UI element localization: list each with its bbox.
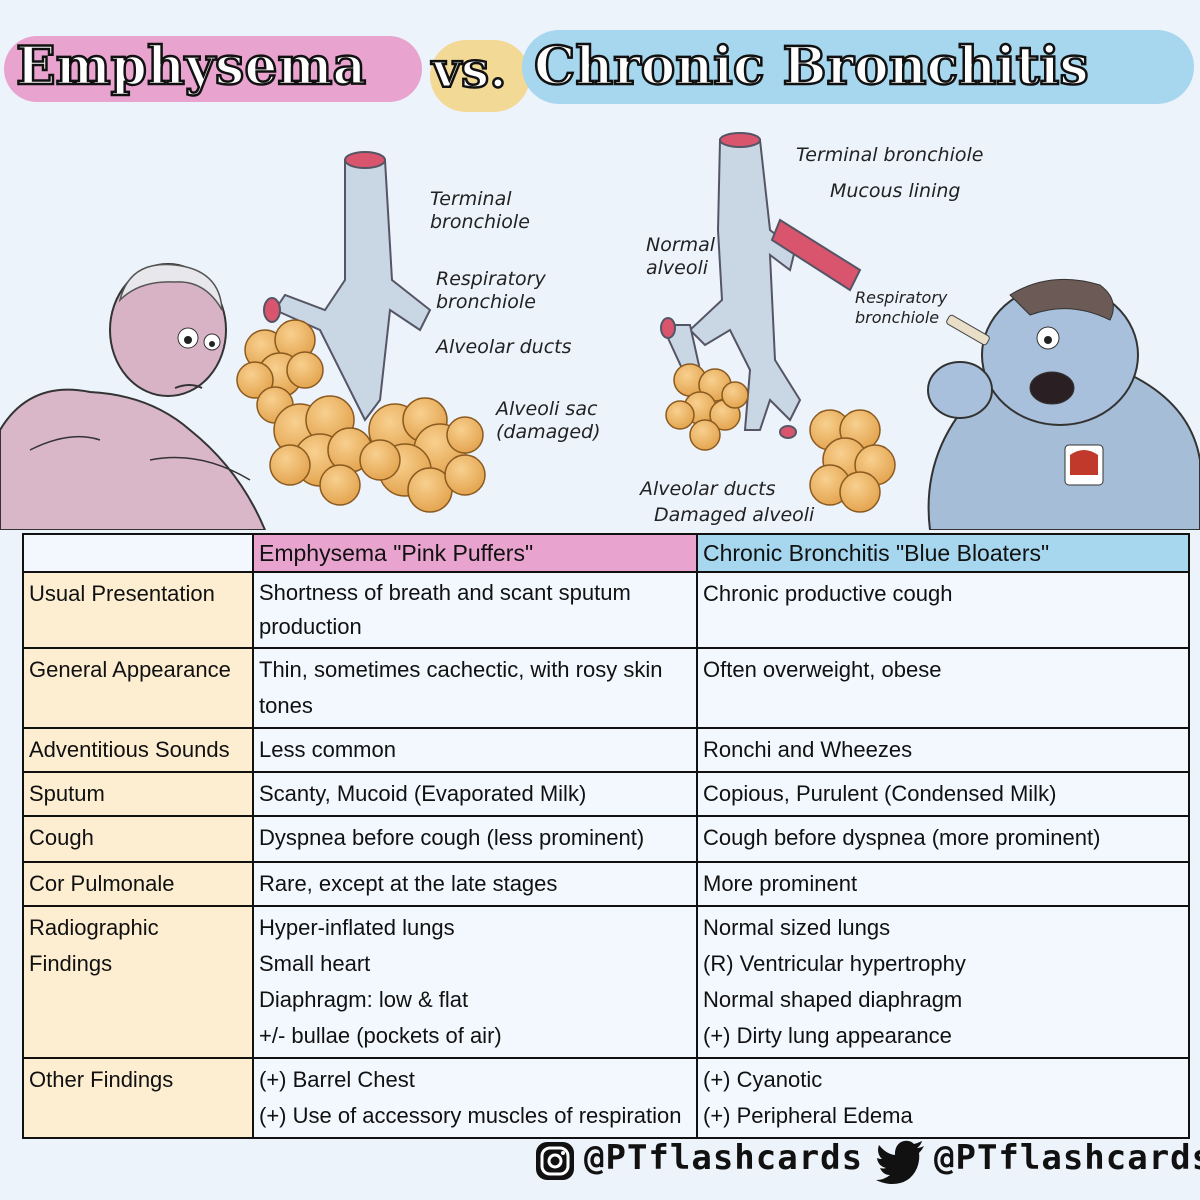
comparison-table-body: Emphysema "Pink Puffers" Chronic Bronchi… xyxy=(22,533,1190,1139)
table-header-emphysema: Emphysema "Pink Puffers" xyxy=(252,533,698,573)
table-row-label: Adventitious Sounds xyxy=(22,727,254,773)
table-cell-emphysema: Dyspnea before cough (less prominent) xyxy=(252,815,698,863)
table-cell-emphysema: Rare, except at the late stages xyxy=(252,861,698,907)
footer-social: @PTflashcards @PTflashcards xyxy=(530,1128,1200,1188)
table-cell-line: More prominent xyxy=(703,871,858,896)
table-cell-line: Ronchi and Wheezes xyxy=(703,737,913,762)
label-respiratory-bronchiole-left: Respiratory bronchiole xyxy=(436,268,546,313)
table-row-label: Sputum xyxy=(22,771,254,817)
table-row-label: Other Findings xyxy=(22,1057,254,1139)
table-cell-bronchitis: Cough before dyspnea (more prominent) xyxy=(696,815,1190,863)
table-cell-emphysema: Shortness of breath and scant sputum pro… xyxy=(252,571,698,649)
label-damaged-alveoli: Damaged alveoli xyxy=(654,504,815,526)
twitter-bird-icon[interactable] xyxy=(876,1140,926,1184)
label-normal-alveoli: Normal alveoli xyxy=(646,234,716,279)
illustration-svg xyxy=(0,132,1200,530)
illustration-area: Terminal bronchiole Respiratory bronchio… xyxy=(0,130,1200,530)
table-cell-emphysema: Thin, sometimes cachectic, with rosy ski… xyxy=(252,647,698,729)
table-row-label: Cough xyxy=(22,815,254,863)
table-cell-line: Small heart xyxy=(259,951,371,976)
label-alveoli-sac: Alveoli sac (damaged) xyxy=(496,398,601,443)
table-cell-line: Diaphragm: low & flat xyxy=(259,987,469,1012)
table-cell-line: Thin, sometimes cachectic, with rosy ski… xyxy=(259,657,663,718)
table-cell-line: Normal shaped diaphragm xyxy=(703,987,963,1012)
table-cell-bronchitis: Chronic productive cough xyxy=(696,571,1190,649)
table-cell-line: Rare, except at the late stages xyxy=(259,871,558,896)
label-respiratory-bronchiole-right: Respiratory bronchiole xyxy=(855,288,948,327)
table-cell-line: +/- bullae (pockets of air) xyxy=(259,1023,502,1048)
table-cell-line: Chronic productive cough xyxy=(703,581,953,606)
table-cell-line: Cough before dyspnea (more prominent) xyxy=(703,825,1101,850)
table-cell-emphysema: Scanty, Mucoid (Evaporated Milk) xyxy=(252,771,698,817)
table-cell-bronchitis: (+) Cyanotic (+) Peripheral Edema xyxy=(696,1057,1190,1139)
table-row-label: Radiographic Findings xyxy=(22,905,254,1059)
table-header-chronic-bronchitis: Chronic Bronchitis "Blue Bloaters" xyxy=(696,533,1190,573)
table-cell-bronchitis: Copious, Purulent (Condensed Milk) xyxy=(696,771,1190,817)
bronchitis-patient-illustration xyxy=(927,278,1200,530)
title-banner: Emphysema vs. Chronic Bronchitis xyxy=(0,0,1200,130)
table-cell-line: (+) Dirty lung appearance xyxy=(703,1023,952,1048)
label-terminal-bronchiole-right: Terminal bronchiole xyxy=(796,144,984,166)
label-mucous-lining: Mucous lining xyxy=(830,180,961,202)
table-header-row: Emphysema "Pink Puffers" Chronic Bronchi… xyxy=(22,533,1190,573)
table-row-label: General Appearance xyxy=(22,647,254,729)
title-pill-blue xyxy=(522,30,1194,104)
table-cell-line: (+) Cyanotic xyxy=(703,1067,823,1092)
title-pill-pink xyxy=(4,36,422,102)
table-cell-line: Hyper-inflated lungs xyxy=(259,915,455,940)
table-cell-bronchitis: More prominent xyxy=(696,861,1190,907)
table-cell-line: Less common xyxy=(259,737,396,762)
title-pill-yellow xyxy=(430,40,530,112)
label-terminal-bronchiole-left: Terminal bronchiole xyxy=(430,188,530,233)
table-cell-bronchitis: Often overweight, obese xyxy=(696,647,1190,729)
bronchitis-airway-diagram xyxy=(660,132,896,513)
table-cell-line: Scanty, Mucoid (Evaporated Milk) xyxy=(259,781,587,806)
twitter-handle[interactable]: @PTflashcards xyxy=(934,1138,1200,1178)
table-cell-line: Dyspnea before cough (less prominent) xyxy=(259,825,645,850)
table-row-label: Cor Pulmonale xyxy=(22,861,254,907)
table-cell-line: Shortness of breath and scant sputum pro… xyxy=(259,580,631,639)
title-emphysema: Emphysema xyxy=(15,35,368,99)
label-alveolar-ducts-right: Alveolar ducts xyxy=(640,478,776,500)
table-row: Other Findings(+) Barrel Chest (+) Use of… xyxy=(22,1057,1190,1139)
table-cell-bronchitis: Ronchi and Wheezes xyxy=(696,727,1190,773)
comparison-table: Emphysema "Pink Puffers" Chronic Bronchi… xyxy=(22,533,1190,1139)
table-cell-line: (+) Peripheral Edema xyxy=(703,1103,913,1128)
table-cell-line: Copious, Purulent (Condensed Milk) xyxy=(703,781,1057,806)
table-cell-line: Normal sized lungs xyxy=(703,915,891,940)
title-vs: vs. xyxy=(431,39,508,101)
table-cell-bronchitis: Normal sized lungs (R) Ventricular hypert… xyxy=(696,905,1190,1059)
table-row-label: Usual Presentation xyxy=(22,571,254,649)
instagram-icon[interactable] xyxy=(534,1140,576,1182)
table-cell-emphysema: (+) Barrel Chest (+) Use of accessory mus… xyxy=(252,1057,698,1139)
title-chronic-bronchitis: Chronic Bronchitis xyxy=(533,35,1090,99)
instagram-handle[interactable]: @PTflashcards xyxy=(584,1138,864,1178)
table-cell-line: Often overweight, obese xyxy=(703,657,942,682)
table-cell-emphysema: Less common xyxy=(252,727,698,773)
table-cell-line: (R) Ventricular hypertrophy xyxy=(703,951,966,976)
table-header-blank xyxy=(22,533,254,573)
table-cell-line: (+) Use of accessory muscles of respirat… xyxy=(259,1103,682,1128)
emphysema-patient-illustration xyxy=(0,263,267,530)
label-alveolar-ducts-left: Alveolar ducts xyxy=(436,336,572,358)
table-cell-line: (+) Barrel Chest xyxy=(259,1067,415,1092)
emphysema-airway-diagram xyxy=(236,151,486,513)
